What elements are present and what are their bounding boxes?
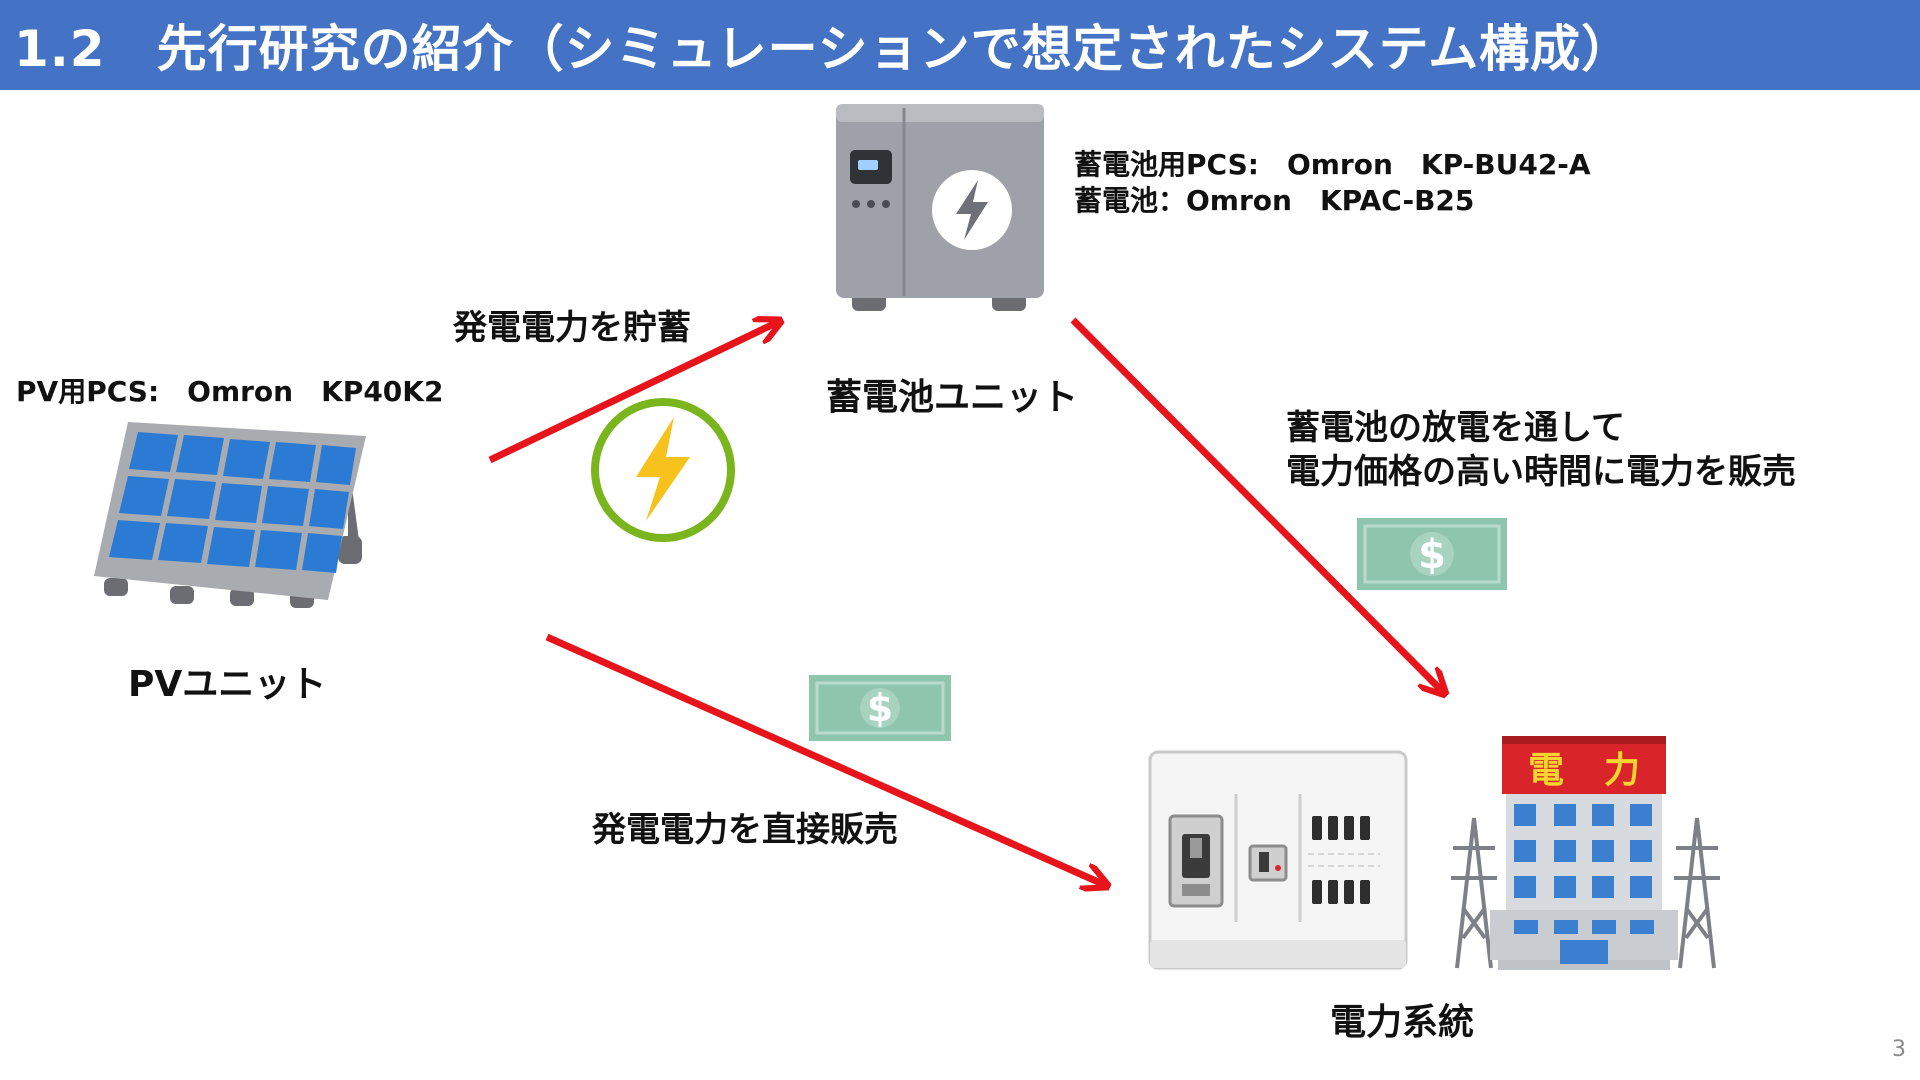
slide-title: 1.2 先行研究の紹介（シミュレーションで想定されたシステム構成）	[14, 20, 1633, 78]
lightning-bolt-icon	[591, 398, 735, 542]
battery-unit-label: 蓄電池ユニット	[826, 377, 1079, 418]
arrow-pv-to-grid	[545, 633, 1105, 885]
title-bar: 1.2 先行研究の紹介（シミュレーションで想定されたシステム構成）	[0, 0, 1920, 90]
discharge-flow-label: 蓄電池の放電を通して 電力価格の高い時間に電力を販売	[1286, 406, 1796, 494]
money-symbol: $	[867, 686, 893, 730]
pv-spec: PV用PCS: Omron KP40K2	[16, 375, 444, 408]
building-sign-char-1: 電	[1528, 750, 1564, 791]
money-bill-icon: $	[809, 675, 951, 741]
power-pylon-icon	[1451, 817, 1497, 969]
battery-unit-icon	[836, 104, 1044, 311]
pv-unit-label: PVユニット	[128, 664, 327, 705]
battery-spec: 蓄電池用PCS: Omron KP-BU42-A 蓄電池：Omron KPAC-…	[1074, 147, 1591, 219]
arrow-battery-to-grid	[1070, 317, 1443, 692]
battery-spec-line-2: 蓄電池：Omron KPAC-B25	[1074, 184, 1475, 217]
discharge-flow-line-2: 電力価格の高い時間に電力を販売	[1286, 452, 1796, 492]
page-number: 3	[1892, 1037, 1906, 1062]
distribution-board-icon	[1148, 750, 1408, 970]
direct-sell-flow-label: 発電電力を直接販売	[592, 810, 898, 850]
discharge-flow-line-1: 蓄電池の放電を通して	[1286, 408, 1625, 448]
power-pylon-icon	[1674, 817, 1720, 969]
solar-panel-icon	[94, 422, 366, 608]
store-flow-label: 発電電力を貯蓄	[453, 308, 691, 348]
battery-spec-line-1: 蓄電池用PCS: Omron KP-BU42-A	[1074, 148, 1591, 181]
money-symbol: $	[1418, 532, 1446, 578]
money-bill-icon: $	[1357, 518, 1507, 590]
power-company-building-icon: 電 力	[1490, 736, 1678, 970]
building-sign-char-2: 力	[1604, 750, 1640, 791]
grid-label: 電力系統	[1330, 1002, 1475, 1043]
arrow-pv-to-battery	[488, 322, 778, 464]
